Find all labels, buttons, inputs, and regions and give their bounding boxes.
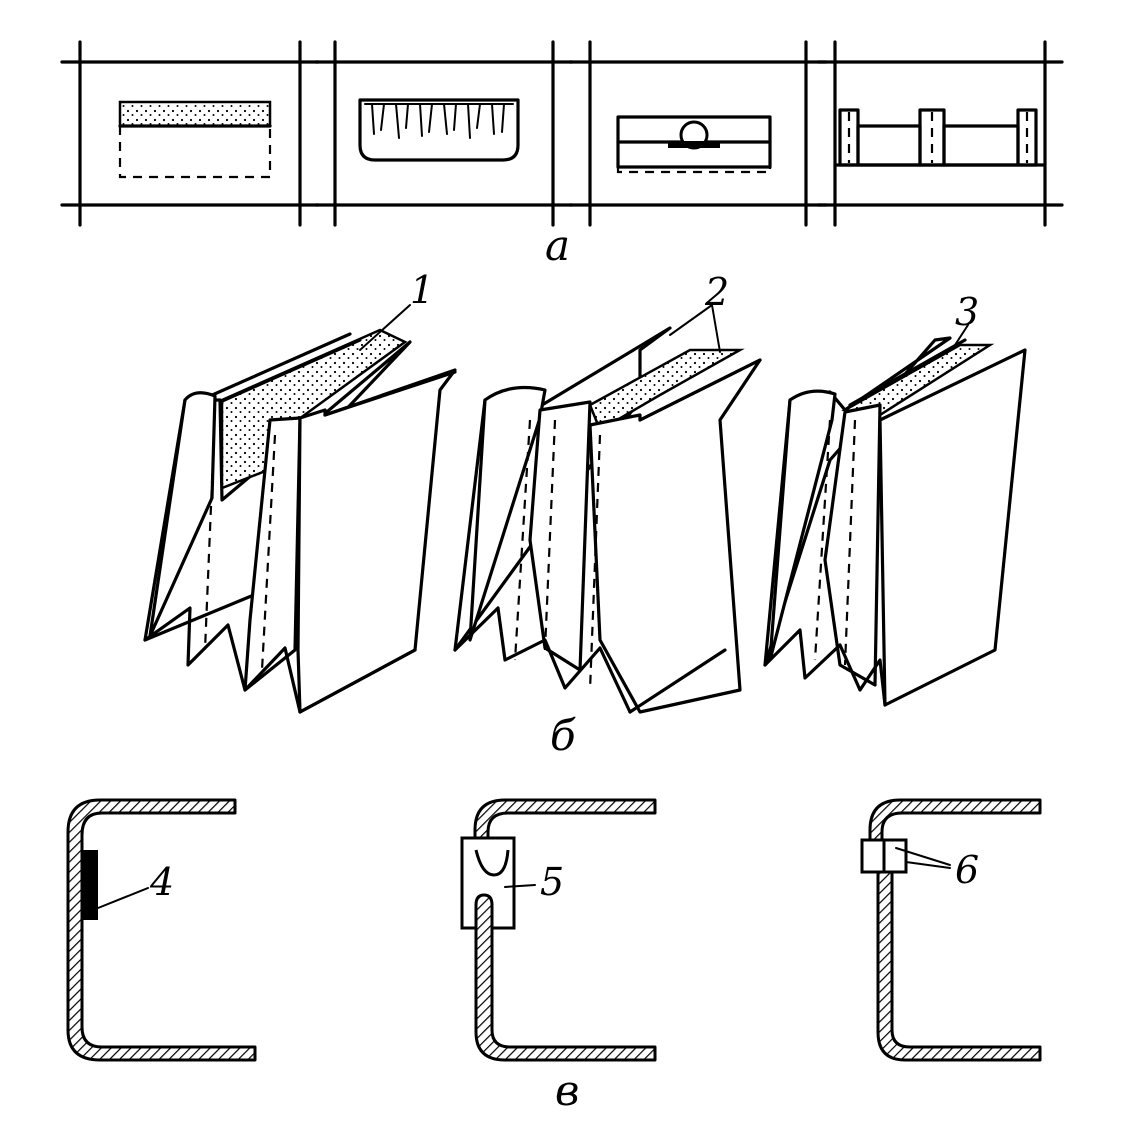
callouts-b: 1 2 3 б <box>359 268 979 760</box>
pleat-pack-1 <box>143 328 457 714</box>
pleat-pack-3 <box>763 336 1027 707</box>
row-a-cells: а <box>60 40 1064 270</box>
caption-b: б <box>550 711 576 760</box>
caption-a: а <box>545 221 570 270</box>
cell-a2-fibrous-seal <box>314 40 574 227</box>
callout-5: 5 <box>540 860 564 904</box>
cell-a3-clip-joint <box>568 40 828 227</box>
cell-a4-spacer-strips <box>816 40 1064 227</box>
cell-a1-adhesive-band <box>60 40 320 227</box>
section-4-glued-strip: 4 <box>66 798 257 1062</box>
section-6-double-strip: 6 <box>860 798 1042 1062</box>
pleat-pack-2 <box>453 326 762 714</box>
callout-6: 6 <box>955 848 979 892</box>
caption-v: в <box>555 1066 579 1115</box>
callout-3: 3 <box>955 290 979 334</box>
callout-2: 2 <box>704 270 729 314</box>
section-5-clip-lock: 5 <box>460 798 657 1062</box>
callout-1: 1 <box>410 268 434 312</box>
callout-4: 4 <box>149 860 174 904</box>
